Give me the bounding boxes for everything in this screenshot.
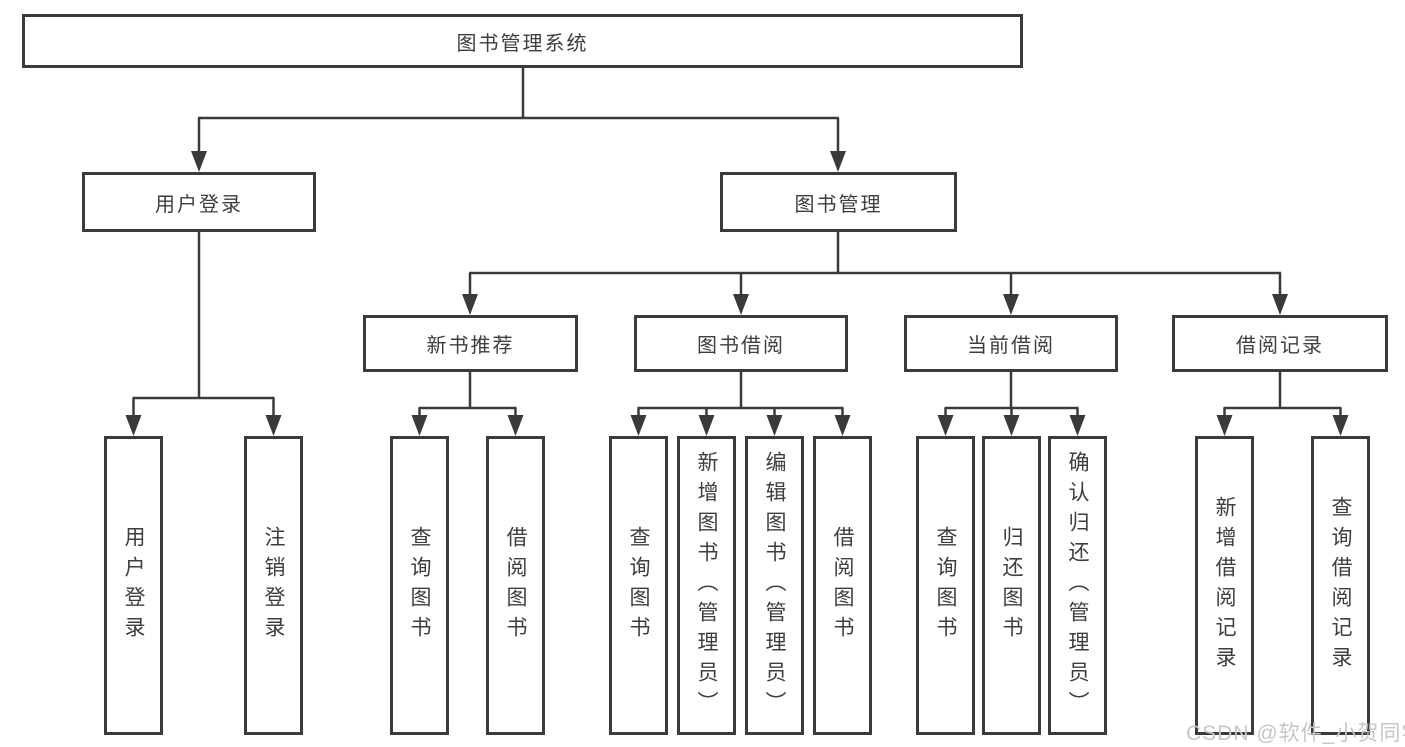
leaf-add-books-admin: 新增图书（管理员） [677,436,736,735]
leaf-edit-books-admin: 编辑图书（管理员） [745,436,804,735]
leaf-label: 确认归还（管理员） [1066,450,1089,721]
node-library-system: 图书管理系统 [22,14,1023,68]
node-label: 用户登录 [155,193,243,216]
connector-line-group [132,68,1342,419]
node-label: 图书借阅 [697,335,785,357]
leaf-label: 归还图书 [1000,525,1023,646]
node-new-book-recommend: 新书推荐 [363,315,578,372]
leaf-label: 借阅图书 [831,525,854,646]
node-book-management: 图书管理 [720,172,957,232]
connector-book-borrow [637,372,844,419]
leaf-label: 查询图书 [627,525,650,646]
leaf-return-books: 归还图书 [982,436,1041,735]
leaf-label: 查询借阅记录 [1329,495,1352,676]
leaf-confirm-return-admin: 确认归还（管理员） [1048,436,1107,735]
node-user-login: 用户登录 [82,172,316,232]
node-label: 借阅记录 [1236,335,1324,357]
node-label: 当前借阅 [967,335,1055,357]
connector-current-borrow [944,372,1079,419]
node-label: 图书管理系统 [456,32,589,55]
leaf-label: 查询图书 [408,525,431,646]
leaf-borrow-books-recommend: 借阅图书 [486,436,545,735]
connector-borrow-record [1223,372,1342,419]
leaf-label: 借阅图书 [504,525,527,646]
leaf-query-books-borrow: 查询图书 [609,436,668,735]
leaf-label: 用户登录 [122,525,145,646]
leaf-query-books-current: 查询图书 [916,436,975,735]
leaf-label: 新增借阅记录 [1213,495,1236,676]
node-current-borrow: 当前借阅 [904,315,1118,372]
connector-root [197,68,840,154]
leaf-query-books-recommend: 查询图书 [390,436,449,735]
leaf-label: 查询图书 [934,525,957,646]
node-label: 新书推荐 [426,335,515,357]
leaf-query-borrow-record: 查询借阅记录 [1311,436,1370,735]
leaf-user-login: 用户登录 [104,436,163,735]
leaf-add-borrow-record: 新增借阅记录 [1195,436,1254,735]
node-label: 图书管理 [794,193,883,216]
leaf-label: 新增图书（管理员） [695,450,718,721]
connector-user-login [132,232,275,419]
leaf-logout: 注销登录 [244,436,303,735]
leaf-label: 编辑图书（管理员） [763,450,786,721]
connector-book-management [468,232,1282,295]
node-borrow-record: 借阅记录 [1172,315,1388,372]
connector-new-book [418,372,517,419]
leaf-borrow-books: 借阅图书 [813,436,872,735]
watermark: CSDN @软件_小贺同学 [1186,722,1405,745]
leaf-label: 注销登录 [262,525,285,646]
node-book-borrow: 图书借阅 [634,315,848,372]
